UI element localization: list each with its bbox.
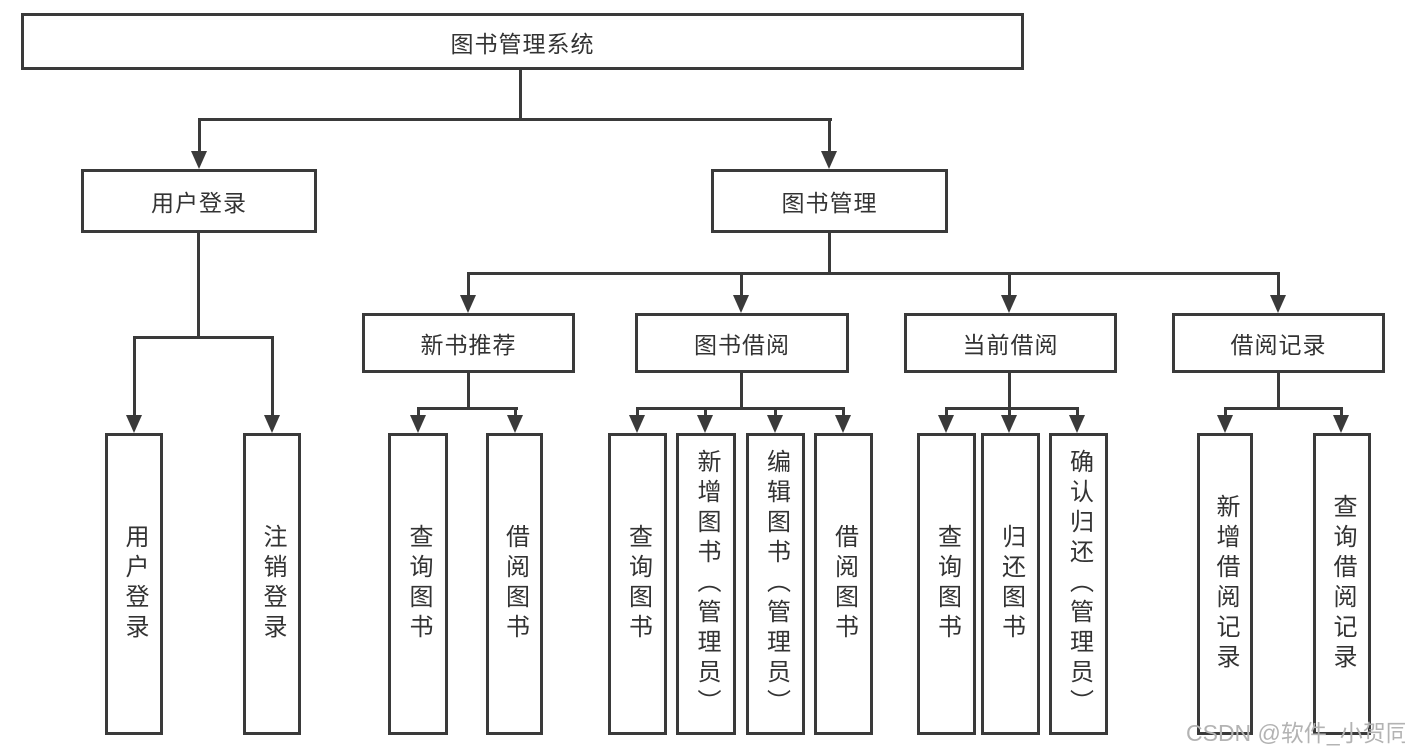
leaf-borrow-books: 借阅图书 — [814, 433, 873, 735]
node-label: 借阅图书 — [501, 524, 529, 644]
node-label: 新增借阅记录 — [1212, 494, 1239, 674]
connector-line — [467, 373, 470, 407]
csdn-watermark: CSDN @软件_小贺同学 — [1186, 720, 1405, 746]
connector-line — [133, 336, 136, 416]
arrow-down-icon — [126, 415, 142, 433]
node-label: 新增图书（管理员） — [693, 449, 720, 719]
connector-line — [1224, 407, 1343, 410]
node-library-system: 图书管理系统 — [21, 13, 1024, 70]
connector-line — [1076, 407, 1079, 417]
leaf-user-login: 用户登录 — [105, 433, 163, 735]
connector-line — [467, 272, 470, 296]
node-label: 归还图书 — [997, 524, 1025, 644]
arrow-down-icon — [1217, 415, 1233, 433]
leaf-query-books-borrow: 查询图书 — [608, 433, 667, 735]
arrow-down-icon — [938, 415, 954, 433]
node-label: 查询图书 — [624, 524, 652, 644]
connector-line — [636, 407, 639, 417]
node-label: 借阅图书 — [830, 524, 858, 644]
connector-line — [740, 373, 743, 407]
connector-line — [945, 407, 1079, 410]
arrow-down-icon — [507, 415, 523, 433]
connector-line — [133, 336, 274, 339]
node-label: 图书管理 — [781, 190, 878, 216]
leaf-add-book-admin: 新增图书（管理员） — [676, 433, 736, 735]
arrow-down-icon — [1001, 295, 1017, 313]
connector-line — [514, 407, 517, 417]
connector-line — [1340, 407, 1343, 417]
connector-line — [198, 118, 201, 154]
connector-line — [417, 407, 518, 410]
connector-line — [704, 407, 707, 417]
node-label: 注销登录 — [259, 524, 286, 644]
arrow-down-icon — [460, 295, 476, 313]
connector-line — [519, 70, 522, 118]
arrow-down-icon — [733, 295, 749, 313]
connector-line — [636, 407, 845, 410]
leaf-edit-book-admin: 编辑图书（管理员） — [746, 433, 805, 735]
arrow-down-icon — [1001, 415, 1017, 433]
connector-line — [1277, 272, 1280, 296]
connector-line — [774, 407, 777, 417]
arrow-down-icon — [1270, 295, 1286, 313]
node-label: 查询图书 — [933, 524, 961, 644]
connector-line — [828, 118, 831, 154]
leaf-confirm-return-admin: 确认归还（管理员） — [1049, 433, 1108, 735]
arrow-down-icon — [410, 415, 426, 433]
arrow-down-icon — [191, 151, 207, 169]
leaf-query-books-current: 查询图书 — [917, 433, 976, 735]
leaf-query-books-recommend: 查询图书 — [388, 433, 448, 735]
connector-line — [467, 272, 1280, 275]
connector-line — [271, 336, 274, 416]
connector-line — [1008, 373, 1011, 407]
node-label: 查询图书 — [405, 524, 432, 644]
arrow-down-icon — [629, 415, 645, 433]
leaf-logout: 注销登录 — [243, 433, 301, 735]
arrow-down-icon — [835, 415, 851, 433]
node-label: 查询借阅记录 — [1329, 494, 1356, 674]
node-book-management: 图书管理 — [711, 169, 948, 233]
node-label: 用户登录 — [121, 524, 148, 644]
node-label: 借阅记录 — [1230, 332, 1327, 358]
node-user-login: 用户登录 — [81, 169, 317, 233]
connector-line — [842, 407, 845, 417]
connector-line — [828, 233, 831, 272]
arrow-down-icon — [264, 415, 280, 433]
node-book-borrow: 图书借阅 — [635, 313, 849, 373]
leaf-borrow-books-recommend: 借阅图书 — [486, 433, 543, 735]
arrow-down-icon — [821, 151, 837, 169]
node-new-book-recommend: 新书推荐 — [362, 313, 575, 373]
leaf-return-book: 归还图书 — [981, 433, 1040, 735]
node-label: 确认归还（管理员） — [1065, 449, 1093, 719]
connector-line — [198, 118, 832, 121]
arrow-down-icon — [1069, 415, 1085, 433]
connector-line — [417, 407, 420, 417]
node-label: 编辑图书（管理员） — [762, 449, 790, 719]
connector-line — [945, 407, 948, 417]
node-label: 当前借阅 — [962, 332, 1059, 358]
connector-line — [1008, 407, 1011, 417]
connector-line — [740, 272, 743, 296]
node-label: 图书借阅 — [694, 332, 790, 358]
connector-line — [1008, 272, 1011, 296]
arrow-down-icon — [767, 415, 783, 433]
connector-line — [1277, 373, 1280, 407]
node-label: 图书管理系统 — [450, 30, 595, 57]
leaf-query-borrow-record: 查询借阅记录 — [1313, 433, 1371, 735]
arrow-down-icon — [697, 415, 713, 433]
node-borrow-records: 借阅记录 — [1172, 313, 1385, 373]
leaf-add-borrow-record: 新增借阅记录 — [1197, 433, 1253, 735]
connector-line — [1224, 407, 1227, 417]
node-label: 用户登录 — [151, 190, 247, 216]
node-label: 新书推荐 — [420, 332, 517, 358]
arrow-down-icon — [1333, 415, 1349, 433]
node-current-borrow: 当前借阅 — [904, 313, 1117, 373]
connector-line — [197, 233, 200, 336]
